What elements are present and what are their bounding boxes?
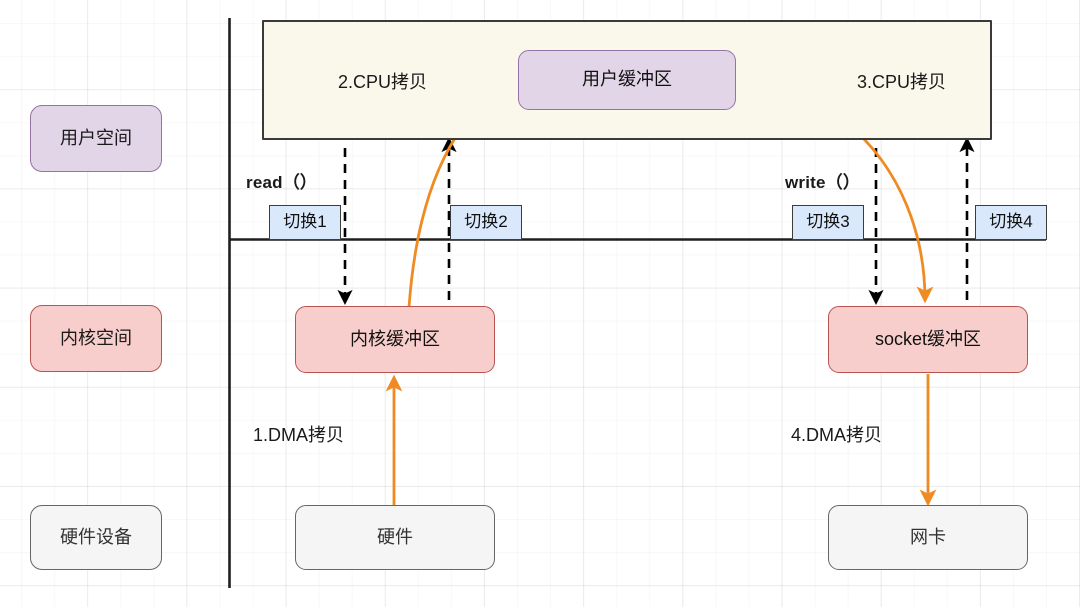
user-buffer-label: 用户缓冲区 [582, 69, 672, 90]
switch-tag-2[interactable]: 切换2 [450, 205, 522, 240]
read-syscall-label: read（） [246, 173, 318, 192]
nic-label: 网卡 [910, 526, 946, 547]
switch-tag-2-label: 切换2 [464, 212, 508, 232]
disk-node[interactable]: 硬件 [295, 505, 495, 570]
write-syscall-label: write（） [785, 173, 861, 192]
switch-tag-1[interactable]: 切换1 [269, 205, 341, 240]
legend-user-space-label: 用户空间 [60, 127, 132, 148]
disk-label: 硬件 [377, 526, 413, 547]
switch-tag-4-label: 切换4 [989, 212, 1033, 232]
legend-user-space[interactable]: 用户空间 [30, 105, 162, 172]
kernel-buffer-node[interactable]: 内核缓冲区 [295, 306, 495, 373]
switch-tag-3[interactable]: 切换3 [792, 205, 864, 240]
kernel-buffer-label: 内核缓冲区 [350, 328, 440, 349]
nic-node[interactable]: 网卡 [828, 505, 1028, 570]
step-4-dma-copy-label: 4.DMA拷贝 [791, 425, 883, 445]
socket-buffer-label: socket缓冲区 [874, 328, 982, 349]
user-buffer-node[interactable]: 用户缓冲区 [518, 50, 736, 110]
legend-hardware-device[interactable]: 硬件设备 [30, 505, 162, 570]
switch-tag-3-label: 切换3 [806, 212, 850, 232]
switch-tag-1-label: 切换1 [283, 212, 327, 232]
legend-kernel-space-label: 内核空间 [60, 327, 132, 348]
step-2-cpu-copy-label: 2.CPU拷贝 [338, 72, 428, 92]
step-1-dma-copy-label: 1.DMA拷贝 [253, 425, 345, 445]
socket-buffer-node[interactable]: socket缓冲区 [828, 306, 1028, 373]
legend-kernel-space[interactable]: 内核空间 [30, 305, 162, 372]
step-3-cpu-copy-label: 3.CPU拷贝 [857, 72, 947, 92]
switch-tag-4[interactable]: 切换4 [975, 205, 1047, 240]
legend-hardware-device-label: 硬件设备 [60, 526, 132, 547]
